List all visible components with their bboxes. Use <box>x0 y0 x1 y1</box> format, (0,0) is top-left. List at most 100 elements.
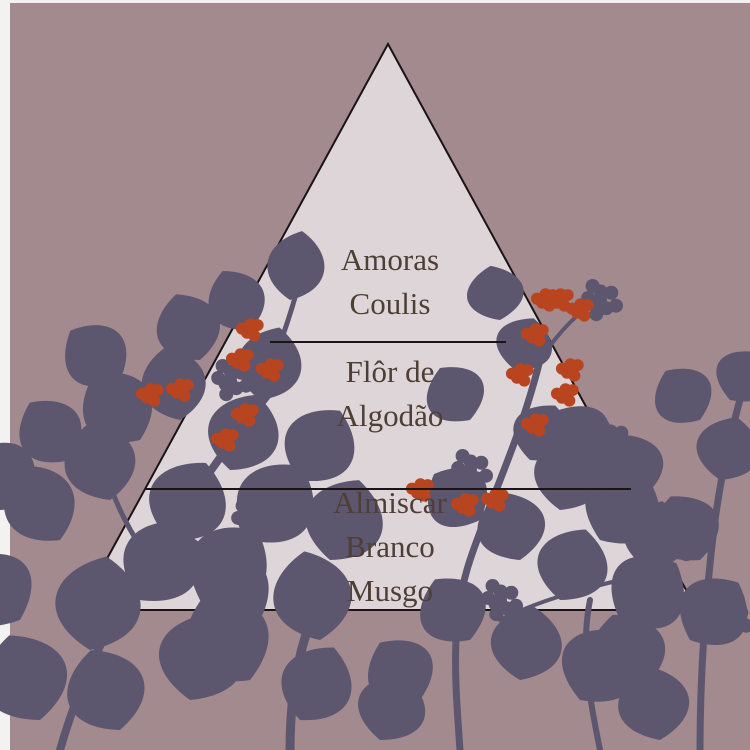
fruit-cluster <box>591 418 633 462</box>
leaf-icon <box>0 635 68 720</box>
berry-icon <box>561 289 574 302</box>
berry-icon <box>478 468 493 483</box>
berry-icon <box>238 359 251 372</box>
leaf-icon <box>537 529 608 600</box>
leaf-icon <box>208 394 279 470</box>
berry-icon <box>619 647 634 662</box>
berry-icon <box>185 538 200 553</box>
red-berry-cluster <box>480 488 509 512</box>
berry-icon <box>230 407 243 420</box>
leaf-icon <box>467 265 524 320</box>
berry-icon <box>508 598 523 613</box>
leaf-icon <box>83 372 153 443</box>
berry-icon <box>496 489 509 502</box>
berry-clusters <box>135 288 594 517</box>
red-berry-cluster <box>225 348 254 372</box>
berry-icon <box>738 618 750 633</box>
berry-icon <box>566 384 579 397</box>
berry-icon <box>520 327 533 340</box>
berry-icon <box>565 302 578 315</box>
berry-icon <box>505 367 518 380</box>
berry-icon <box>178 389 191 402</box>
top-note-line-1: Amoras <box>340 242 440 277</box>
berry-icon <box>530 292 543 305</box>
berry-icon <box>219 387 234 402</box>
berry-icon <box>604 285 619 300</box>
berry-icon <box>204 545 219 560</box>
berry-icon <box>211 370 226 385</box>
berry-icon <box>711 610 726 625</box>
berry-icon <box>466 494 479 507</box>
fruit-cluster <box>611 618 653 662</box>
berry-icon <box>459 477 474 492</box>
berry-icon <box>638 638 653 653</box>
berry-icon <box>671 530 686 545</box>
berry-icon <box>463 504 476 517</box>
berry-icon <box>675 518 690 533</box>
fruit-cluster <box>211 358 253 402</box>
berry-icon <box>243 414 256 427</box>
red-berry-cluster <box>520 413 549 437</box>
berry-icon <box>235 498 250 513</box>
red-berry-cluster <box>520 323 549 347</box>
top-note-line-2: Coulis <box>349 286 431 321</box>
berry-icon <box>474 455 489 470</box>
base-note-line-3: Musgo <box>346 573 434 608</box>
berry-icon <box>215 358 230 373</box>
red-berry-cluster <box>210 428 239 452</box>
berry-icon <box>241 349 254 362</box>
berry-icon <box>181 550 196 565</box>
berry-icon <box>589 307 604 322</box>
berry-icon <box>599 447 614 462</box>
fruit-cluster <box>711 598 750 642</box>
berry-icon <box>189 567 204 582</box>
berry-icon <box>521 364 534 377</box>
fruit-cluster <box>231 498 273 542</box>
berry-icon <box>518 374 531 387</box>
leaf-icon <box>55 556 141 650</box>
leaf-icon <box>477 492 546 560</box>
leaf-icon <box>490 606 562 680</box>
left-foliage <box>0 231 383 750</box>
leaf-icon <box>208 271 265 331</box>
berry-icon <box>258 518 273 533</box>
berry-icon <box>536 324 549 337</box>
berry-icon <box>520 417 533 430</box>
berry-icon <box>251 319 264 332</box>
berry-icon <box>734 605 749 620</box>
berry-icon <box>271 359 284 372</box>
fruit-cluster <box>671 518 713 562</box>
berry-icon <box>208 558 223 573</box>
berry-icon <box>489 607 504 622</box>
berry-icon <box>614 425 629 440</box>
red-berry-cluster <box>255 358 284 382</box>
leaf-icon <box>67 650 145 730</box>
fruit-cluster <box>481 578 523 622</box>
berry-icon <box>555 362 568 375</box>
berry-icon <box>165 382 178 395</box>
berry-icon <box>254 505 269 520</box>
berry-icon <box>563 394 576 407</box>
berry-icon <box>493 499 506 512</box>
berry-icon <box>235 322 248 335</box>
berry-icon <box>151 384 164 397</box>
berry-icon <box>634 625 649 640</box>
berry-icon <box>451 460 466 475</box>
red-berry-cluster <box>550 383 579 407</box>
berry-icon <box>255 362 268 375</box>
leaf-icon <box>358 674 426 740</box>
berry-icon <box>698 538 713 553</box>
fruit-cluster <box>451 448 493 492</box>
leaf-icon <box>149 462 226 541</box>
leaf-icon <box>123 521 201 601</box>
leaf-icon <box>618 666 690 740</box>
red-berry-cluster <box>555 358 584 382</box>
leaf-icon <box>426 367 484 422</box>
red-berry-cluster <box>450 493 479 517</box>
berry-icon <box>618 438 633 453</box>
berry-icon <box>719 627 734 642</box>
berry-icon <box>248 329 261 342</box>
berry-icon <box>536 414 549 427</box>
berry-icon <box>148 394 161 407</box>
berry-icon <box>455 448 470 463</box>
